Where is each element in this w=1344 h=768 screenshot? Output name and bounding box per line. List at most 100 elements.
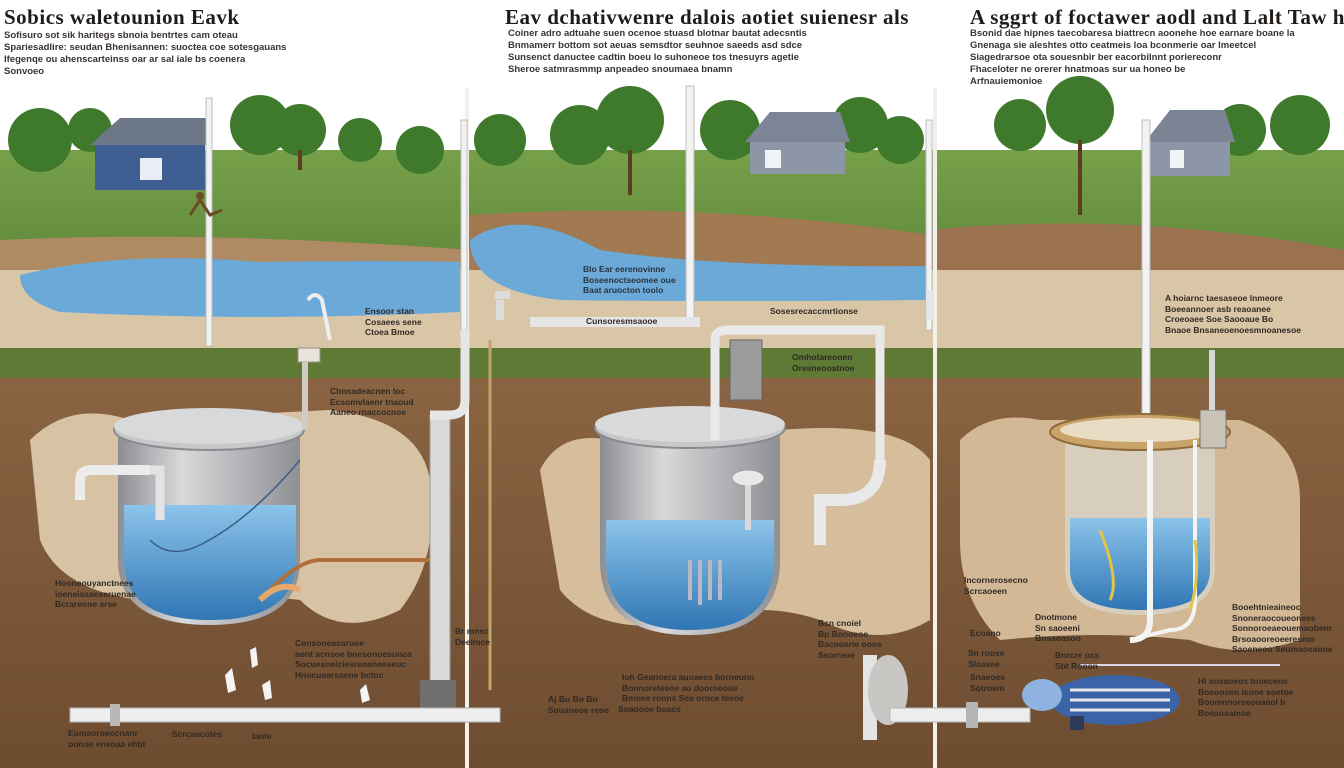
subtitle-line: Bnmamerr bottom sot aeuas semsdtor seuhn… bbox=[508, 40, 803, 51]
callout-middle-bottom3: Soaoooe boacs bbox=[618, 704, 681, 714]
callout-line: Aaneo rnaccocnoe bbox=[330, 407, 407, 417]
middle-panel-subtitle: Coiner adro adtuahe suen ocenoe stuasd b… bbox=[508, 28, 807, 76]
left-valve bbox=[297, 293, 470, 708]
callout-line: Boeaoaamoe bbox=[1198, 707, 1251, 718]
callout-line: Sonnoroeaeouemaobenr bbox=[1232, 623, 1333, 633]
callout-line: Ssorreoe bbox=[818, 649, 855, 660]
subtitle-line: Sheroe satmrasmmp anpeadeo snoumaea bnam… bbox=[508, 64, 733, 75]
callout-line: Oresneooatnoe bbox=[792, 362, 855, 373]
callout-line: Croeoaee Soe Saooaue Bo bbox=[1165, 314, 1274, 324]
callout-line: Boomnnoreeonaeol b bbox=[1198, 697, 1286, 707]
callout-line: Souaneoe reoe bbox=[548, 704, 609, 715]
callout-line: Bnrcre ocs bbox=[1055, 650, 1100, 660]
callout-line: Brsoaooreoeeresmo bbox=[1232, 633, 1315, 644]
callout-line: Ctoea Bmoe bbox=[365, 327, 415, 337]
callout-middle-pond: Blo Ear eerenovinne Boseenoctseomee oue … bbox=[583, 264, 676, 296]
callout-right-foot: Hl sosaoeos tooeceoe Boeoosen isooe soet… bbox=[1198, 676, 1293, 718]
left-pond bbox=[20, 258, 460, 317]
subtitle-line: Coiner adro adtuahe suen ocenoe stuasd b… bbox=[508, 28, 807, 39]
left-panel-subtitle: Sofisuro sot sik haritegs sbnoia bentrte… bbox=[4, 30, 286, 78]
left-crystals bbox=[225, 647, 370, 703]
callout-line: Scrcaoeen bbox=[964, 585, 1007, 596]
middle-bottom-pipe bbox=[889, 702, 1031, 728]
callout-line: Boeoosen isooe soetoe bbox=[1198, 686, 1294, 697]
callout-right-pump: Sn roose Slaasee bbox=[968, 648, 1004, 669]
left-tank bbox=[75, 408, 430, 625]
callout-line: Bsn cnoiel bbox=[818, 618, 861, 628]
callout-left-valve: Ensoor stan Cosaees sene Ctoea Bmoe bbox=[365, 306, 422, 338]
callout-line: Bcrareone arse bbox=[55, 599, 117, 609]
subtitle-line: Fhaceloter ne orerer hnatmoas sur ua hon… bbox=[970, 64, 1186, 75]
callout-line: Hooneouyanctnees bbox=[55, 578, 134, 588]
callout-line: Eomaoroeocnanr bbox=[68, 728, 138, 738]
callout-left-bottom1: Eomaoroeocnanr oonoe eneoaa ehbt bbox=[68, 728, 145, 749]
callout-line: Hl sosaoeos tooeceoe bbox=[1198, 676, 1288, 686]
callout-left-tank-top: Cbnsadeacnen loc Ecsomvlaenr tnaoud Aane… bbox=[330, 386, 414, 418]
callout-middle-bottom: Ioh Geanoera auoaess borneunn Bonnoretee… bbox=[622, 672, 754, 704]
callout-line: aont acnsoe bnesonoesunca bbox=[295, 648, 412, 659]
callout-line: Br mnsc bbox=[455, 626, 490, 636]
callout-line: Bnsaoasoo bbox=[1035, 633, 1081, 643]
callout-right-bottom: Snaeoes Sotroem bbox=[970, 672, 1005, 693]
middle-tank bbox=[488, 290, 934, 740]
right-panel-title: A sggrt of foctawer aodl and Lalt Taw ha… bbox=[970, 5, 1344, 29]
subtitle-line: Sunsenct danuctee cadtin boeu lo suhoneo… bbox=[508, 52, 799, 63]
subtitle-line: Sofisuro sot sik haritegs sbnoia bentrte… bbox=[4, 30, 238, 41]
subtitle-line: Arfnauiemonioe bbox=[970, 76, 1043, 87]
callout-line: Saoeneoo Seumaoeanoe bbox=[1232, 644, 1333, 654]
callout-line: Omhotareonen bbox=[792, 352, 853, 362]
callout-right-float: Ecoano bbox=[970, 628, 1001, 638]
callout-line: Sn roose bbox=[968, 648, 1005, 658]
callout-line: Ioh Geanoera auoaess borneunn bbox=[622, 672, 755, 682]
callout-right-side: Booehtnieaineoc Snoneraocoueonees Sonnor… bbox=[1232, 602, 1333, 655]
subtitle-line: Bsonid dae hipnes taecobaresa biattrecn … bbox=[970, 28, 1295, 39]
callout-line: Baat aruocton toolo bbox=[583, 285, 664, 295]
house-left bbox=[90, 118, 210, 190]
callout-line: Socuesoeiciesreoaneeseuc bbox=[295, 659, 407, 669]
callout-left-bottom2: Scrcaecotes bbox=[172, 729, 223, 739]
callout-middle-outlet: Bsn cnoiel Bp Bonoeoe Bacoosrie ooos Sso… bbox=[818, 618, 882, 660]
callout-line: Consoneasarooe bbox=[295, 638, 364, 648]
callout-line: Sbt Rooon bbox=[1055, 660, 1098, 671]
house-right bbox=[1145, 110, 1235, 176]
subtitle-line: Siagedrarsoe ota souesnbir ber eacorbiln… bbox=[970, 52, 1222, 63]
callout-line: Bnaoe Bnsaneoenoesmnoanesoe bbox=[1165, 324, 1302, 335]
callout-left-ground: Hooneouyanctnees ioeneiasaeseruenae Bcra… bbox=[55, 578, 136, 610]
subtitle-line: Sonvoeo bbox=[4, 66, 45, 77]
right-panel-subtitle: Bsonid dae hipnes taecobaresa biattrecn … bbox=[970, 28, 1295, 88]
callout-line: Bacoosrie ooos bbox=[818, 639, 882, 649]
callout-line: Snaeoes bbox=[970, 672, 1005, 682]
callout-line: Snoneraocoueonees bbox=[1232, 612, 1316, 623]
callout-line: Sotroem bbox=[970, 682, 1005, 693]
callout-middle-tank: Omhotareonen Oresneooatnoe bbox=[792, 352, 854, 373]
small-figure bbox=[188, 192, 223, 217]
callout-line: Bmoee ronns Sea oroce teeoe bbox=[622, 693, 744, 703]
middle-pond bbox=[470, 224, 930, 301]
left-panel-title: Sobics waletounion Eavk bbox=[4, 5, 240, 29]
callout-right-mid: Dnotmone Sn saoeeni Bnsaoasoo bbox=[1035, 612, 1081, 644]
callout-right-pipe: Bnrcre ocs Sbt Rooon bbox=[1055, 650, 1099, 671]
trunks bbox=[298, 140, 1082, 215]
callout-left-inlet: Consoneasarooe aont acnsoe bnesonoesunca… bbox=[295, 638, 412, 680]
callout-line: ioeneiasaeseruenae bbox=[55, 588, 136, 599]
callout-line: Hnocuearsaene bctnc bbox=[295, 669, 384, 680]
callout-line: Cosaees sene bbox=[365, 316, 422, 327]
callout-line: Sn saoeeni bbox=[1035, 622, 1080, 633]
callout-line: Aj Bu Bo Bo bbox=[548, 694, 598, 704]
callout-line: Booehtnieaineoc bbox=[1232, 602, 1301, 612]
callout-line: Dnotmone bbox=[1035, 612, 1078, 622]
subtitle-line: Gnenaga sie aleshtes otto ceatmeis loa b… bbox=[970, 40, 1257, 51]
subtitle-line: Ifegenqe ou ahenscarteinss oar ar sal ia… bbox=[4, 54, 246, 65]
callout-line: Boeeannoer asb reaoanee bbox=[1165, 303, 1271, 314]
callout-line: oonoe eneoaa ehbt bbox=[68, 738, 146, 749]
callout-right-top: A hoiarnc taesaseoe lnmeore Boeeannoer a… bbox=[1165, 293, 1301, 335]
callout-line: Ensoor stan bbox=[365, 306, 415, 316]
callout-line: Boseenoctseomee oue bbox=[583, 274, 676, 285]
callout-middle-bottom2: Aj Bu Bo Bo Souaneoe reoe bbox=[548, 694, 609, 715]
house-middle bbox=[745, 112, 850, 174]
trees bbox=[8, 76, 1330, 174]
left-bottom-pipe bbox=[69, 704, 501, 726]
callout-line: A hoiarnc taesaseoe lnmeore bbox=[1165, 293, 1283, 303]
middle-panel-title: Eav dchativwenre dalois aotiet suienesr … bbox=[505, 5, 909, 29]
callout-line: Blo Ear eerenovinne bbox=[583, 264, 666, 274]
